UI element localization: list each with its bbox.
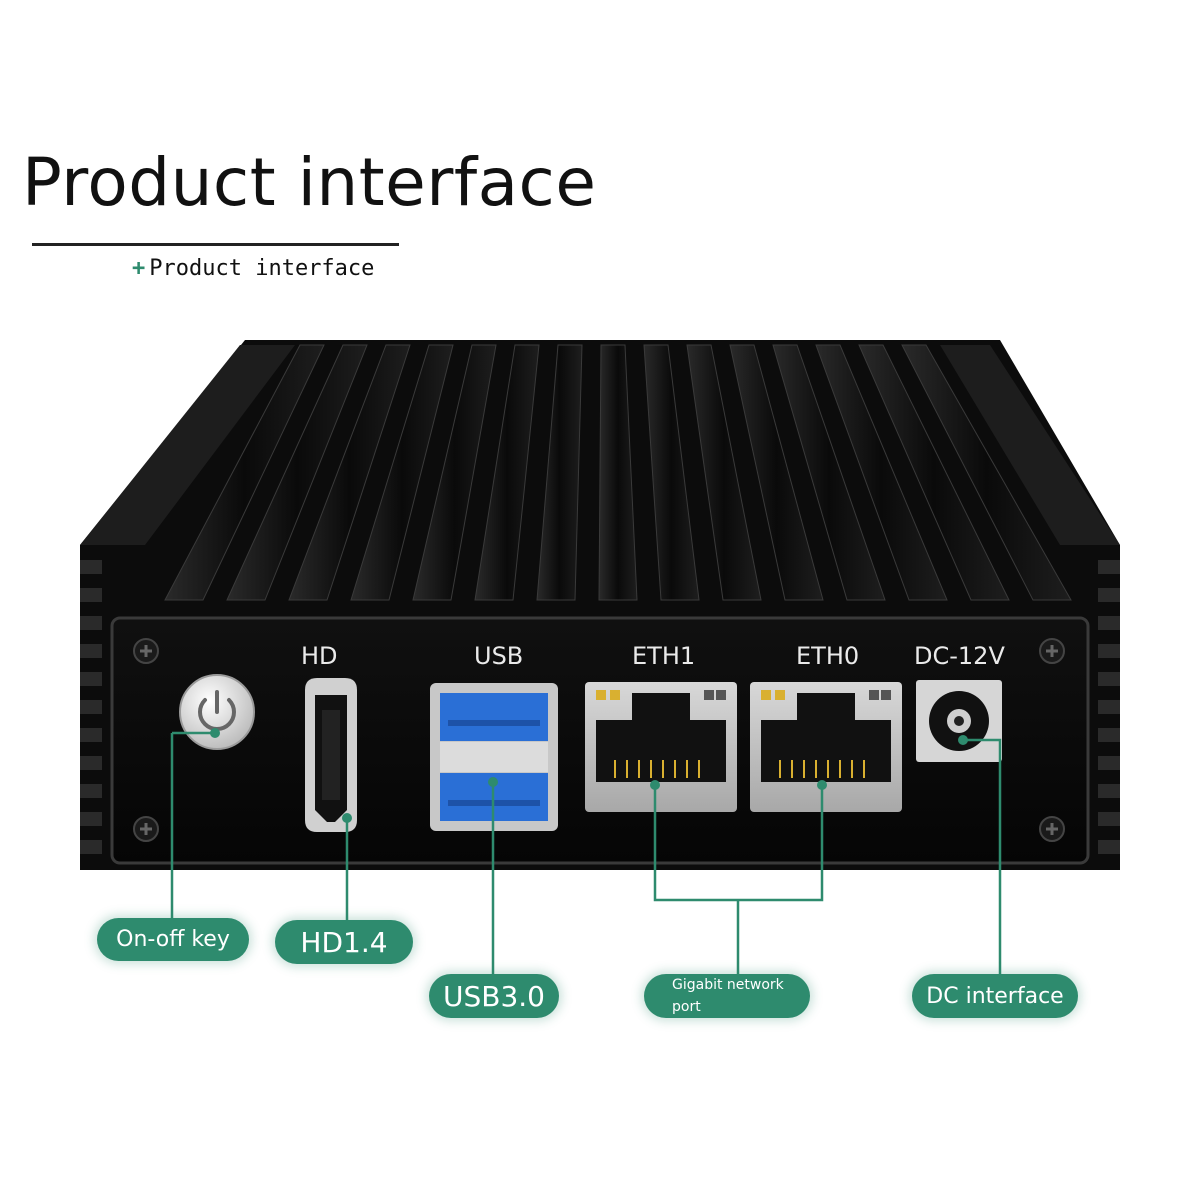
- heatsink-fin: [815, 344, 948, 601]
- heatsink-fin: [164, 344, 325, 601]
- heatsink-fin: [901, 344, 1072, 601]
- side-rib: [1098, 672, 1120, 686]
- side-rib: [80, 840, 102, 854]
- side-rib: [1098, 728, 1120, 742]
- heatsink-fin: [226, 344, 368, 601]
- heatsink-fin: [686, 344, 762, 601]
- front-panel: [110, 616, 1090, 865]
- callout-gigabit-line2: port: [672, 999, 701, 1015]
- subtitle: +Product interface: [132, 256, 374, 281]
- callout-onoff-key: On-off key: [97, 918, 249, 961]
- side-rib: [1098, 756, 1120, 770]
- heatsink-fin: [598, 344, 638, 601]
- side-rib: [1098, 784, 1120, 798]
- heatsink-fin: [643, 344, 700, 601]
- port-label-dc: DC-12V: [914, 642, 1005, 670]
- side-rib: [80, 812, 102, 826]
- side-rib: [1098, 700, 1120, 714]
- screw-icon: [1039, 638, 1065, 664]
- side-rib: [80, 560, 102, 574]
- side-rib: [80, 644, 102, 658]
- heatsink-fin: [350, 344, 454, 601]
- port-label-eth0: ETH0: [796, 642, 860, 670]
- heatsink-fin: [474, 344, 540, 601]
- side-rib: [80, 672, 102, 686]
- callout-gigabit-line1: Gigabit network: [672, 977, 784, 993]
- ethernet-port-icon[interactable]: [750, 682, 902, 812]
- side-rib: [80, 728, 102, 742]
- ethernet-port-icon[interactable]: [585, 682, 737, 812]
- port-label-eth1: ETH1: [632, 642, 696, 670]
- side-rib: [80, 616, 102, 630]
- screw-icon: [133, 638, 159, 664]
- callout-dc-interface: DC interface: [912, 974, 1078, 1018]
- side-rib: [1098, 644, 1120, 658]
- side-rib: [80, 756, 102, 770]
- callout-gigabit-network: Gigabit network port: [644, 974, 810, 1018]
- side-rib: [1098, 840, 1120, 854]
- side-rib: [80, 700, 102, 714]
- callout-lines: [170, 733, 1002, 975]
- subtitle-text: Product interface: [149, 256, 375, 281]
- screw-icon: [133, 816, 159, 842]
- side-rib: [1098, 588, 1120, 602]
- side-rib: [1098, 812, 1120, 826]
- title-divider: [32, 243, 399, 246]
- side-rib: [80, 784, 102, 798]
- heatsink-fin: [858, 344, 1010, 601]
- heatsink-fin: [536, 344, 583, 601]
- usb-port-icon[interactable]: [430, 683, 558, 831]
- heatsink-fin: [412, 344, 497, 601]
- callout-hd14: HD1.4: [275, 920, 413, 964]
- callout-usb30: USB3.0: [429, 974, 559, 1018]
- heatsink-fin: [772, 344, 886, 601]
- side-rib: [1098, 616, 1120, 630]
- dc-jack-icon[interactable]: [916, 680, 1002, 762]
- heatsink-fin: [729, 344, 824, 601]
- port-label-hd: HD: [301, 642, 338, 670]
- port-label-usb: USB: [474, 642, 524, 670]
- plus-icon: +: [132, 256, 146, 281]
- hdmi-port-icon[interactable]: [305, 678, 357, 832]
- power-icon[interactable]: [179, 674, 255, 750]
- page-title: Product interface: [22, 144, 597, 221]
- screw-icon: [1039, 816, 1065, 842]
- side-rib: [1098, 560, 1120, 574]
- side-rib: [80, 588, 102, 602]
- heatsink-fin: [288, 344, 411, 601]
